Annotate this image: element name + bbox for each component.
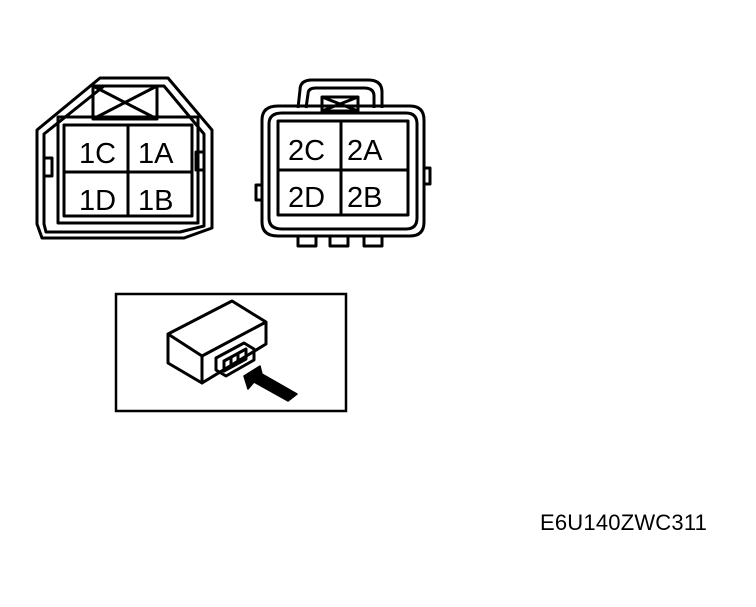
pin-1c: 1C [79,138,116,170]
connector-1-pins: 1C 1A 1D 1B [79,138,174,217]
pin-1b: 1B [138,185,173,217]
connector-1 [35,76,214,240]
location-inset [114,292,348,413]
control-module-icon [166,299,268,385]
connector-1-latch [91,84,159,121]
connector-2-pins: 2C 2A 2D 2B [288,135,383,214]
pin-2c: 2C [288,135,325,167]
pin-2a: 2A [347,135,383,167]
pin-1d: 1D [79,185,116,217]
arrow-icon [243,365,298,402]
pin-2d: 2D [288,182,325,214]
connector-2 [254,78,432,248]
pin-1a: 1A [138,138,174,170]
pin-2b: 2B [347,182,382,214]
figure-code: E6U140ZWC311 [540,510,708,535]
connector-2-latch [320,95,360,113]
